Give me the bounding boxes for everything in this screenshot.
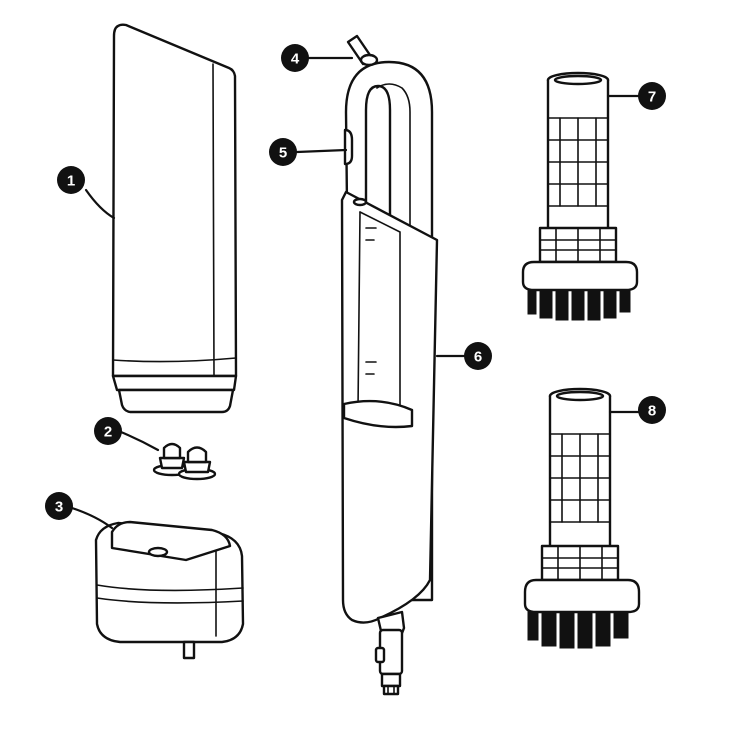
callout-6: 6 <box>464 342 492 370</box>
callout-2-label: 2 <box>104 424 112 441</box>
part-1-tank-cover <box>111 23 238 414</box>
callout-4: 4 <box>281 44 309 72</box>
callout-8-label: 8 <box>648 403 656 420</box>
callout-6-label: 6 <box>474 349 482 366</box>
callout-3-label: 3 <box>55 499 63 516</box>
callout-4-label: 4 <box>291 51 300 68</box>
part-5-button <box>343 128 354 166</box>
callout-2: 2 <box>94 417 122 445</box>
callout-7: 7 <box>638 82 666 110</box>
callout-5-label: 5 <box>279 145 287 162</box>
callout-5: 5 <box>269 138 297 166</box>
callout-1: 1 <box>57 166 85 194</box>
part-8-brush-head <box>523 387 641 649</box>
callout-7-label: 7 <box>648 89 656 106</box>
callout-8: 8 <box>638 396 666 424</box>
part-2-valves <box>152 442 217 481</box>
callout-3: 3 <box>45 492 73 520</box>
part-3-base <box>94 520 245 660</box>
part-7-brush-head <box>521 71 639 321</box>
part-6-handle-body <box>340 34 439 696</box>
callout-1-label: 1 <box>67 173 75 190</box>
leader-lines <box>70 56 642 530</box>
